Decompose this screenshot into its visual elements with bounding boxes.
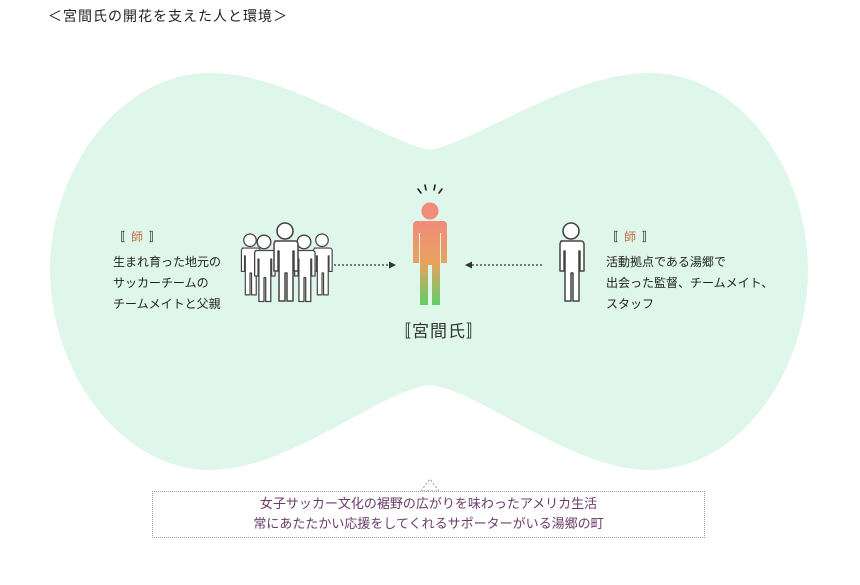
- sparkle-icon: [417, 184, 443, 194]
- left-description: 生まれ育った地元の サッカーチームの チームメイトと父親: [113, 252, 221, 315]
- center-name-text: 宮間氏: [412, 322, 466, 342]
- right-line: 活動拠点である湯郷で: [606, 255, 726, 269]
- callout-line: 常にあたたかい応援をしてくれるサポーターがいる湯郷の町: [253, 517, 604, 532]
- left-mentor-kanji: 師: [131, 230, 146, 244]
- right-line: スタッフ: [606, 297, 655, 311]
- right-mentor-heading: 〚師〛: [606, 230, 657, 244]
- right-description: 活動拠点である湯郷で 出会った監督、チームメイト、 スタッフ: [606, 252, 773, 315]
- left-line: チームメイトと父親: [113, 297, 221, 311]
- page-title: ＜宮間氏の開花を支えた人と環境＞: [48, 9, 288, 25]
- right-mentor-kanji: 師: [624, 230, 639, 244]
- center-person-label: 〚宮間氏〛: [394, 322, 484, 342]
- callout-pointer: [420, 478, 440, 492]
- right-line: 出会った監督、チームメイト、: [606, 276, 774, 290]
- left-arrow: [334, 261, 396, 269]
- callout-line: 女子サッカー文化の裾野の広がりを味わったアメリカ生活: [259, 497, 598, 512]
- environment-callout: 女子サッカー文化の裾野の広がりを味わったアメリカ生活 常にあたたかい応援をしてく…: [152, 491, 705, 538]
- background-blob: [50, 73, 808, 470]
- right-arrow: [465, 261, 542, 269]
- left-line: サッカーチームの: [113, 276, 209, 290]
- left-line: 生まれ育った地元の: [113, 255, 222, 269]
- left-mentor-heading: 〚師〛: [113, 230, 164, 244]
